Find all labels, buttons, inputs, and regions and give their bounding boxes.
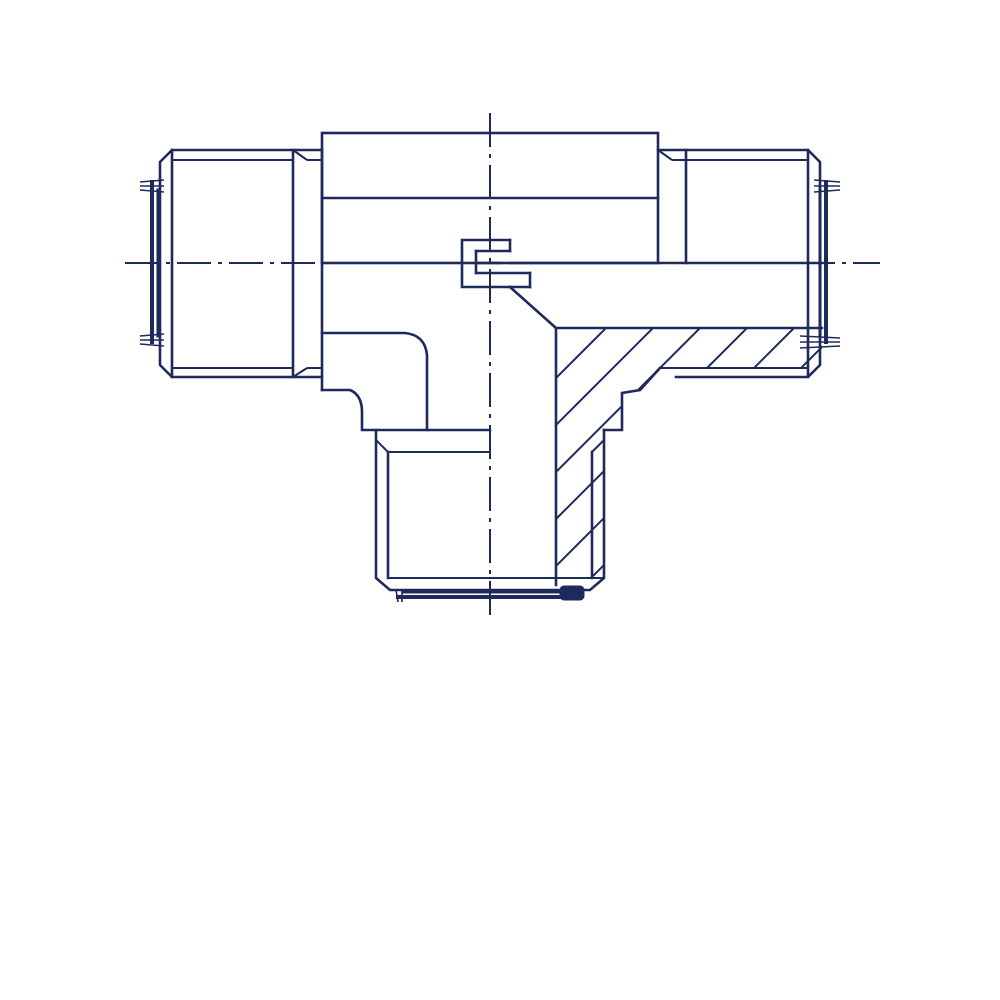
- center-lines: [125, 113, 880, 622]
- horizontal-bore: [508, 261, 824, 330]
- section-hatching: [556, 328, 822, 578]
- lower-body-right: [554, 326, 662, 587]
- lower-body-left: [320, 331, 492, 432]
